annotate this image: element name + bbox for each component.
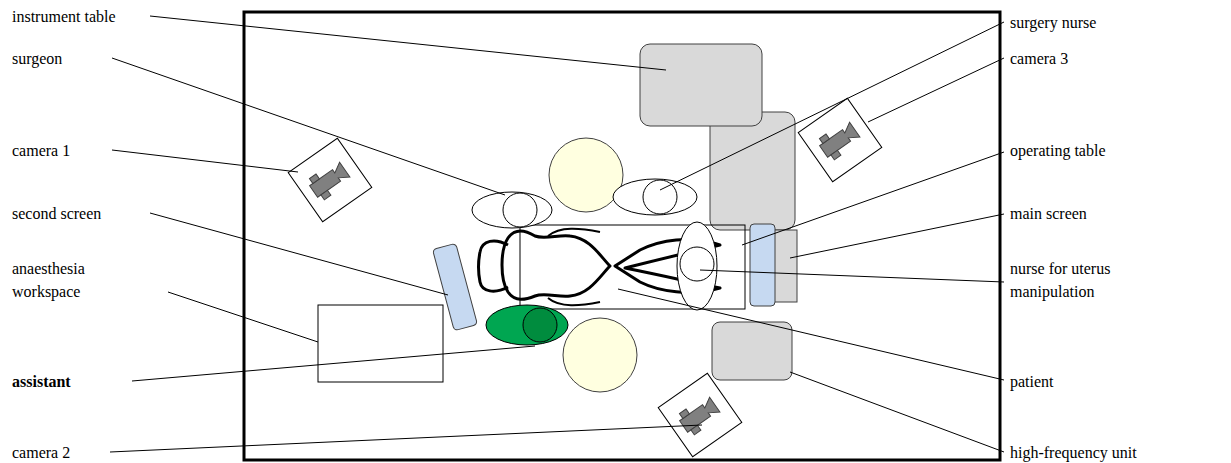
stool (563, 318, 637, 392)
part-label: high-frequency unit (1010, 441, 1137, 463)
high-frequency-unit (712, 322, 792, 380)
part-label: patient (1010, 370, 1054, 393)
patient-head (479, 241, 509, 291)
second-screen (433, 243, 478, 330)
uterus-nurse (677, 222, 717, 310)
main-screen (750, 224, 775, 306)
uterus-nurse-head (680, 247, 714, 281)
part-label: surgery nurse (1010, 11, 1096, 34)
part-label: camera 3 (1010, 47, 1068, 70)
side-table (710, 112, 795, 230)
camera-2 (658, 373, 742, 457)
camera-3 (798, 98, 882, 182)
camera-1 (288, 138, 372, 222)
part-label: camera 2 (12, 441, 70, 463)
assistant-head (523, 308, 557, 342)
stool (549, 138, 623, 212)
part-label: instrument table (12, 5, 116, 28)
part-label: anaesthesia workspace (12, 257, 122, 303)
surgeon-head (503, 193, 537, 227)
part-label: operating table (1010, 139, 1106, 162)
part-label: surgeon (12, 47, 62, 70)
surgery-nurse (613, 179, 697, 215)
surgery-nurse-head (643, 180, 677, 214)
assistant (486, 305, 568, 345)
anaesthesia-workspace (318, 305, 443, 382)
instrument-table (640, 44, 762, 126)
part-label: assistant (12, 370, 71, 393)
surgeon (472, 192, 552, 228)
part-label: camera 1 (12, 139, 70, 162)
patient-arms (548, 229, 600, 306)
part-label: main screen (1010, 202, 1087, 225)
leader-lines (110, 16, 1004, 452)
part-label: second screen (12, 202, 101, 225)
part-label: nurse for uterus manipulation (1010, 257, 1150, 303)
